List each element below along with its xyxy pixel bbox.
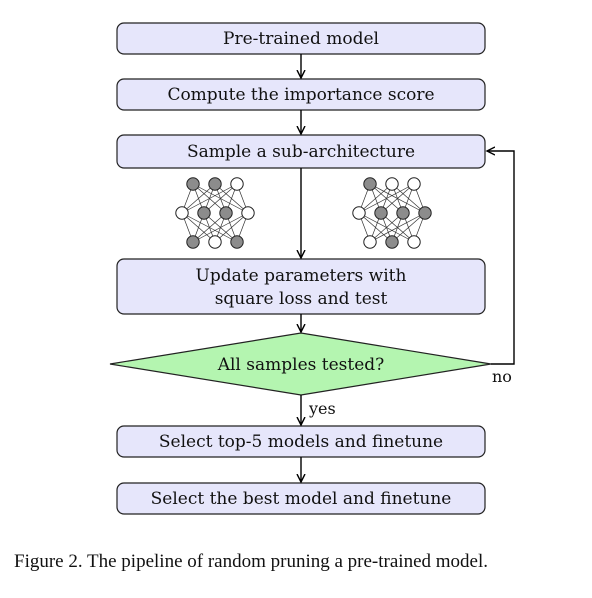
network-edge <box>358 183 393 214</box>
pruned-neuron <box>186 177 200 191</box>
node-label-line-1: Update parameters with <box>196 266 407 286</box>
edge-label-no: no <box>492 367 512 386</box>
network-edge <box>214 212 249 243</box>
network-edge <box>203 183 238 214</box>
kept-neuron <box>175 206 189 220</box>
network-illustration-left <box>175 177 255 249</box>
node-decision-all-samples: All samples tested? <box>109 332 492 396</box>
node-label: Compute the importance score <box>167 85 434 105</box>
node-label: Select top-5 models and finetune <box>159 432 443 452</box>
node-label-line-2: square loss and test <box>215 289 388 309</box>
network-edge <box>369 212 426 243</box>
node-label: Select the best model and finetune <box>151 489 452 509</box>
kept-neuron <box>208 235 222 249</box>
kept-neuron <box>230 177 244 191</box>
pruned-neuron <box>230 235 244 249</box>
figure-caption: Figure 2. The pipeline of random pruning… <box>14 551 488 572</box>
node-label: Sample a sub-architecture <box>187 142 415 162</box>
node-label: Pre-trained model <box>223 29 379 49</box>
kept-neuron <box>407 235 421 249</box>
pruned-neuron <box>396 206 410 220</box>
pruned-neuron <box>186 235 200 249</box>
network-illustration-right <box>352 177 432 249</box>
pruned-neuron <box>197 206 211 220</box>
kept-neuron <box>385 177 399 191</box>
network-edge <box>192 212 249 243</box>
network-edge <box>380 183 415 214</box>
network-edge <box>192 212 227 243</box>
network-edge <box>181 183 238 214</box>
pruned-neuron <box>385 235 399 249</box>
network-edge <box>369 212 404 243</box>
node-pretrained-model: Pre-trained model <box>116 22 486 55</box>
edge-label-yes: yes <box>308 399 336 418</box>
node-sample-subarchitecture: Sample a sub-architecture <box>116 134 486 169</box>
node-compute-importance: Compute the importance score <box>116 78 486 111</box>
network-edge <box>391 212 426 243</box>
kept-neuron <box>241 206 255 220</box>
node-label: All samples tested? <box>217 355 385 375</box>
node-select-best: Select the best model and finetune <box>116 482 486 515</box>
pruned-neuron <box>363 177 377 191</box>
network-edge <box>358 183 415 214</box>
pruned-neuron <box>219 206 233 220</box>
pruned-neuron <box>208 177 222 191</box>
kept-neuron <box>352 206 366 220</box>
kept-neuron <box>363 235 377 249</box>
pruned-neuron <box>418 206 432 220</box>
node-select-top5: Select top-5 models and finetune <box>116 425 486 458</box>
network-edge <box>181 183 216 214</box>
arrow-decision-no-loop <box>487 151 515 365</box>
kept-neuron <box>407 177 421 191</box>
pipeline-diagram: Pre-trained model Compute the importance… <box>109 22 515 515</box>
pruned-neuron <box>374 206 388 220</box>
node-update-parameters: Update parameters with square loss and t… <box>116 258 486 315</box>
